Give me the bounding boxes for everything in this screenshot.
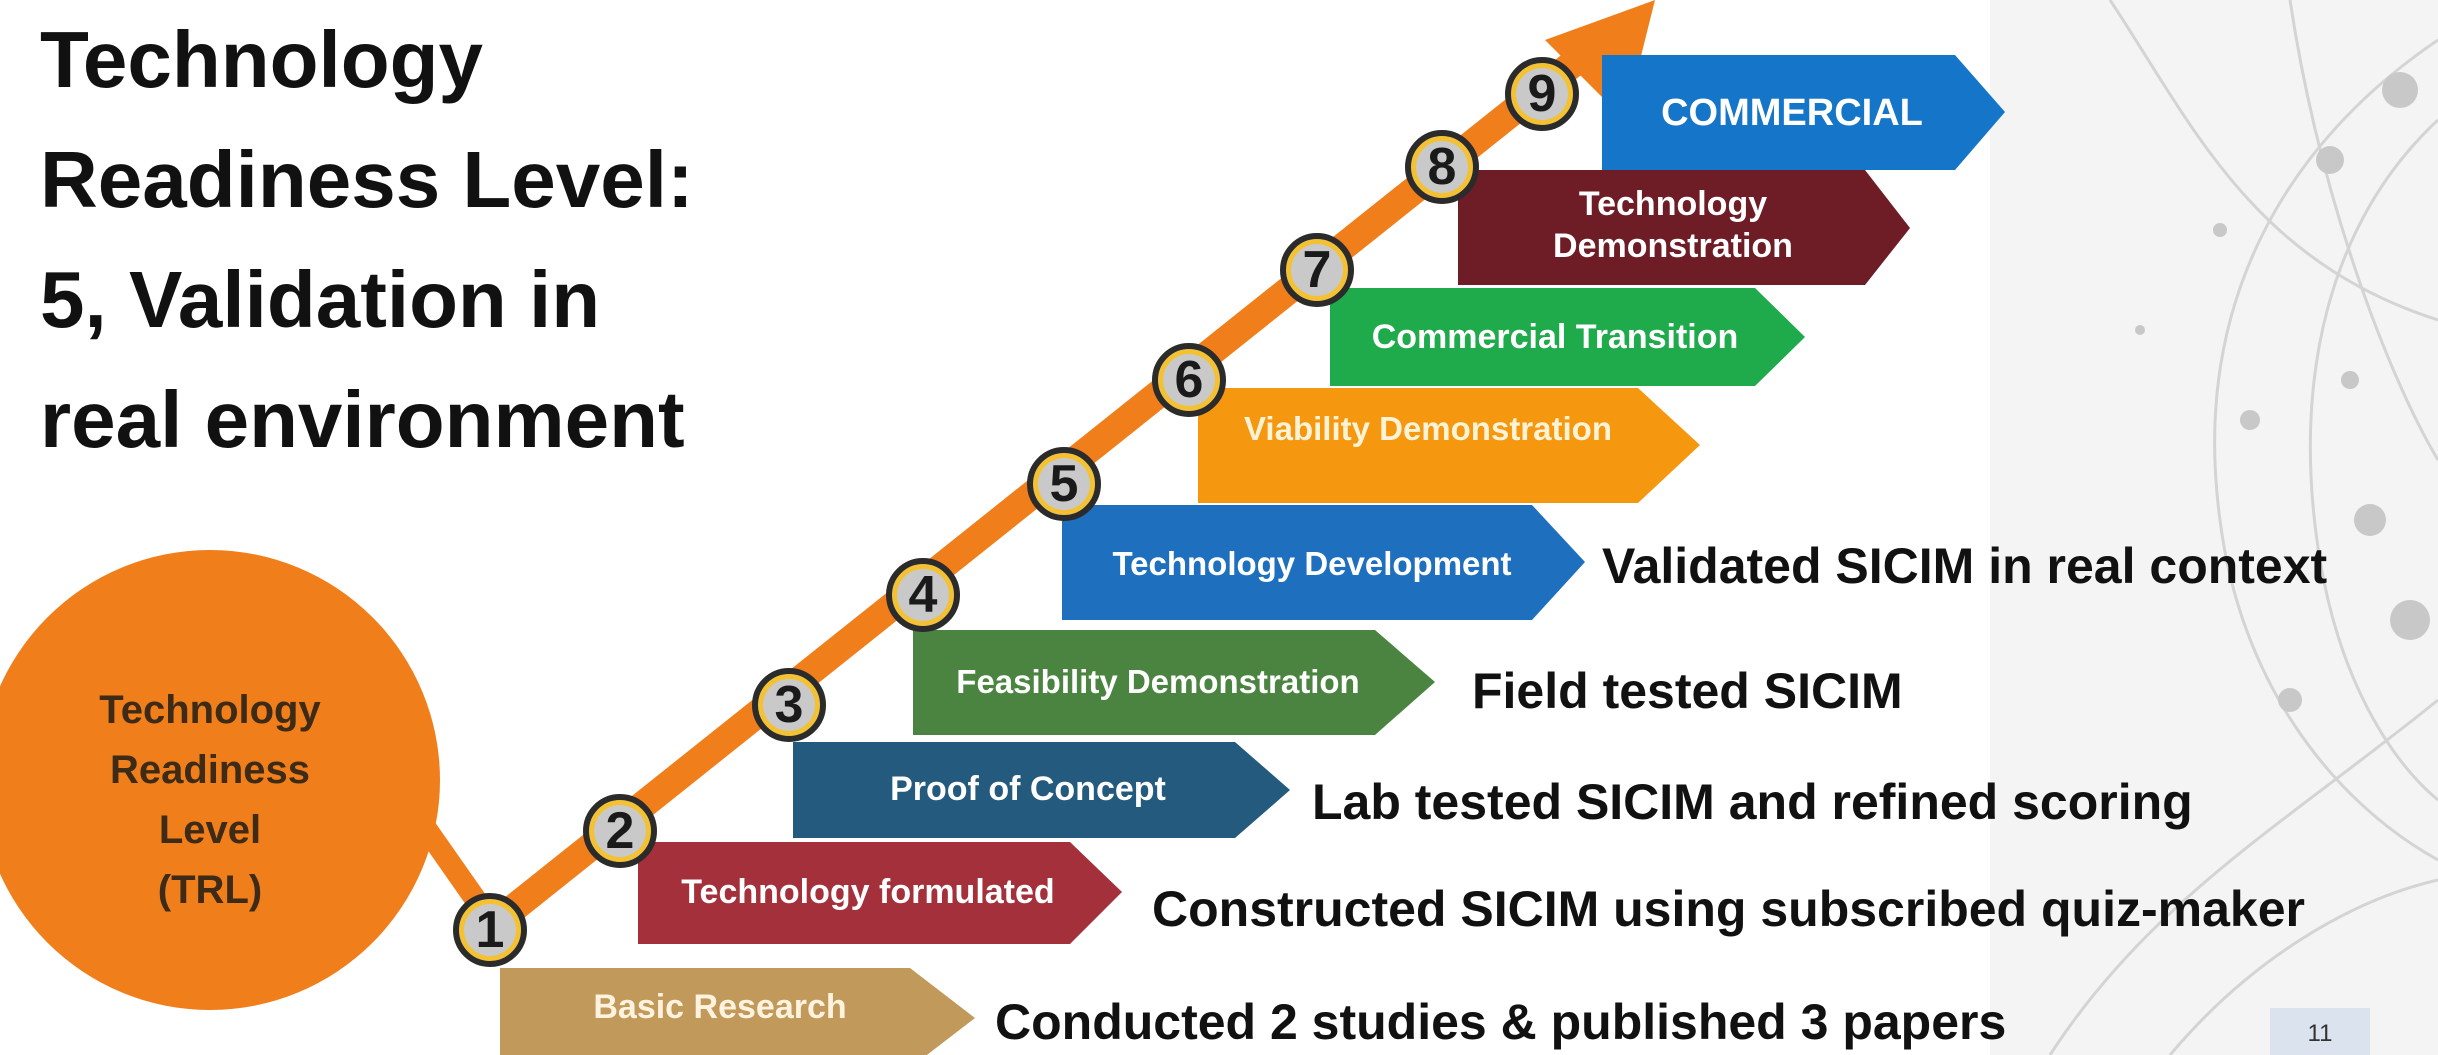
step-label-text: Commercial Transition xyxy=(1371,318,1739,356)
step-label-4: Feasibility Demonstration xyxy=(913,663,1403,701)
step-banner-4 xyxy=(913,630,1435,735)
trl-label-line: Readiness xyxy=(109,748,311,792)
step-badge-6: 6 xyxy=(1152,343,1226,417)
step-label-5: Technology Development xyxy=(1062,545,1562,583)
title-line: 5, Validation in xyxy=(40,255,601,344)
evidence-step-5: Validated SICIM in real context xyxy=(1602,538,2328,594)
title-line: Technology xyxy=(40,15,483,104)
step-label-text: Technology formulated xyxy=(681,873,1055,911)
step-label-9: COMMERCIAL xyxy=(1602,92,1982,135)
step-banner-5 xyxy=(1062,505,1585,620)
step-label-text: Basic Research xyxy=(593,988,847,1026)
step-banner-9 xyxy=(1602,55,2005,170)
evidence-step-3: Lab tested SICIM and refined scoring xyxy=(1312,774,2193,830)
step-badge-1: 1 xyxy=(453,893,527,967)
step-label-text: Demonstration xyxy=(1553,227,1793,265)
slide-title: Technology Readiness Level: 5, Validatio… xyxy=(40,0,880,480)
trl-circle-label: Technology Readiness Level (TRL) xyxy=(0,680,420,920)
step-banner-7 xyxy=(1330,288,1805,386)
step-badge-2: 2 xyxy=(583,794,657,868)
step-label-text: Technology xyxy=(1578,185,1768,223)
step-banner-3 xyxy=(793,742,1290,838)
step-badge-5: 5 xyxy=(1027,447,1101,521)
step-label-text: COMMERCIAL xyxy=(1661,92,1923,134)
step-badge-3: 3 xyxy=(752,668,826,742)
evidence-step-2: Constructed SICIM using subscribed quiz-… xyxy=(1152,881,2305,937)
trl-circle xyxy=(0,550,440,1010)
step-badge-7: 7 xyxy=(1280,233,1354,307)
step-banner-2 xyxy=(638,842,1122,944)
evidence-step-1: Conducted 2 studies & published 3 papers xyxy=(995,994,2007,1050)
step-banner-8 xyxy=(1458,170,1910,285)
step-label-text: Feasibility Demonstration xyxy=(956,663,1360,700)
step-banner-6 xyxy=(1198,388,1700,503)
evidence-step-4: Field tested SICIM xyxy=(1472,663,1903,719)
step-label-text: Technology Development xyxy=(1112,545,1512,582)
step-badge-9: 9 xyxy=(1505,57,1579,131)
step-label-7: Commercial Transition xyxy=(1330,318,1780,357)
step-badge-4: 4 xyxy=(886,558,960,632)
background-globe-decoration xyxy=(1990,0,2438,1055)
step-label-text: Viability Demonstration xyxy=(1244,410,1612,447)
page-number: 11 xyxy=(2307,1020,2333,1047)
trl-label-line: (TRL) xyxy=(157,868,263,912)
step-label-6: Viability Demonstration xyxy=(1198,410,1658,448)
page-number-box xyxy=(2270,1008,2370,1055)
trl-label-line: Level xyxy=(158,808,262,852)
step-label-text: Proof of Concept xyxy=(890,770,1166,808)
step-label-8: Technology Demonstration xyxy=(1458,183,1888,267)
title-line: Readiness Level: xyxy=(40,135,694,224)
step-label-2: Technology formulated xyxy=(638,873,1098,912)
step-badge-8: 8 xyxy=(1405,130,1479,204)
trl-label-line: Technology xyxy=(99,688,321,732)
title-line: real environment xyxy=(40,375,685,464)
step-label-3: Proof of Concept xyxy=(793,770,1263,809)
step-label-1: Basic Research xyxy=(500,988,940,1027)
step-banner-1 xyxy=(500,968,975,1055)
